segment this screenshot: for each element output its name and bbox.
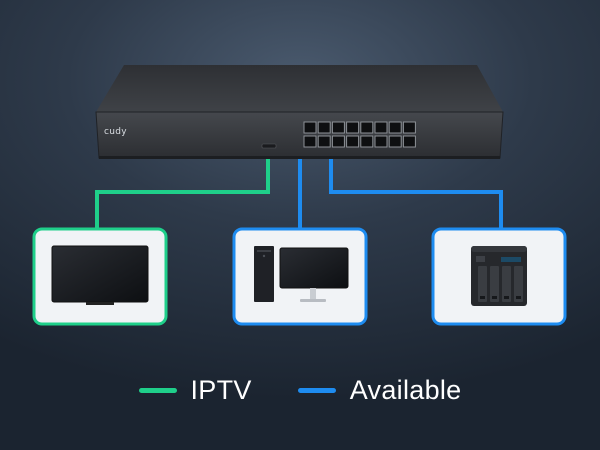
legend-item-available: Available <box>297 374 462 406</box>
network-switch <box>95 65 504 159</box>
nas-icon <box>471 246 527 306</box>
switch-port <box>303 121 317 134</box>
switch-top-panel <box>96 65 503 112</box>
switch-port <box>402 121 416 134</box>
iptv-link-line <box>95 150 270 229</box>
switch-port <box>317 121 331 134</box>
legend-swatch-iptv <box>138 387 177 393</box>
legend-item-iptv: IPTV <box>138 374 252 406</box>
legend-label-iptv: IPTV <box>190 374 252 405</box>
connection-lines <box>95 150 503 229</box>
switch-port <box>331 135 345 148</box>
switch-port <box>360 121 374 134</box>
switch-brand-logo: cudy <box>104 127 127 137</box>
switch-front-panel <box>95 111 504 159</box>
switch-port <box>374 135 388 148</box>
switch-port <box>388 135 402 148</box>
switch-reset-button <box>261 143 277 149</box>
switch-ports <box>303 121 416 148</box>
desktop-pc-icon <box>254 246 349 302</box>
device-card-tv <box>32 227 168 326</box>
switch-port <box>331 121 345 134</box>
switch-bottom-edge <box>99 156 500 159</box>
device-card-pc <box>232 227 368 326</box>
switch-port <box>346 135 360 148</box>
switch-port <box>360 135 374 148</box>
switch-port <box>317 135 331 148</box>
legend: IPTV Available <box>0 370 600 410</box>
switch-port <box>374 121 388 134</box>
available-link-line-nas <box>329 150 503 229</box>
switch-port <box>346 121 360 134</box>
legend-swatch-available <box>297 387 336 393</box>
device-card-nas <box>431 227 567 326</box>
switch-port <box>303 135 317 148</box>
switch-port <box>388 121 402 134</box>
switch-port <box>402 135 416 148</box>
tv-icon <box>51 245 149 305</box>
legend-label-available: Available <box>349 374 462 405</box>
